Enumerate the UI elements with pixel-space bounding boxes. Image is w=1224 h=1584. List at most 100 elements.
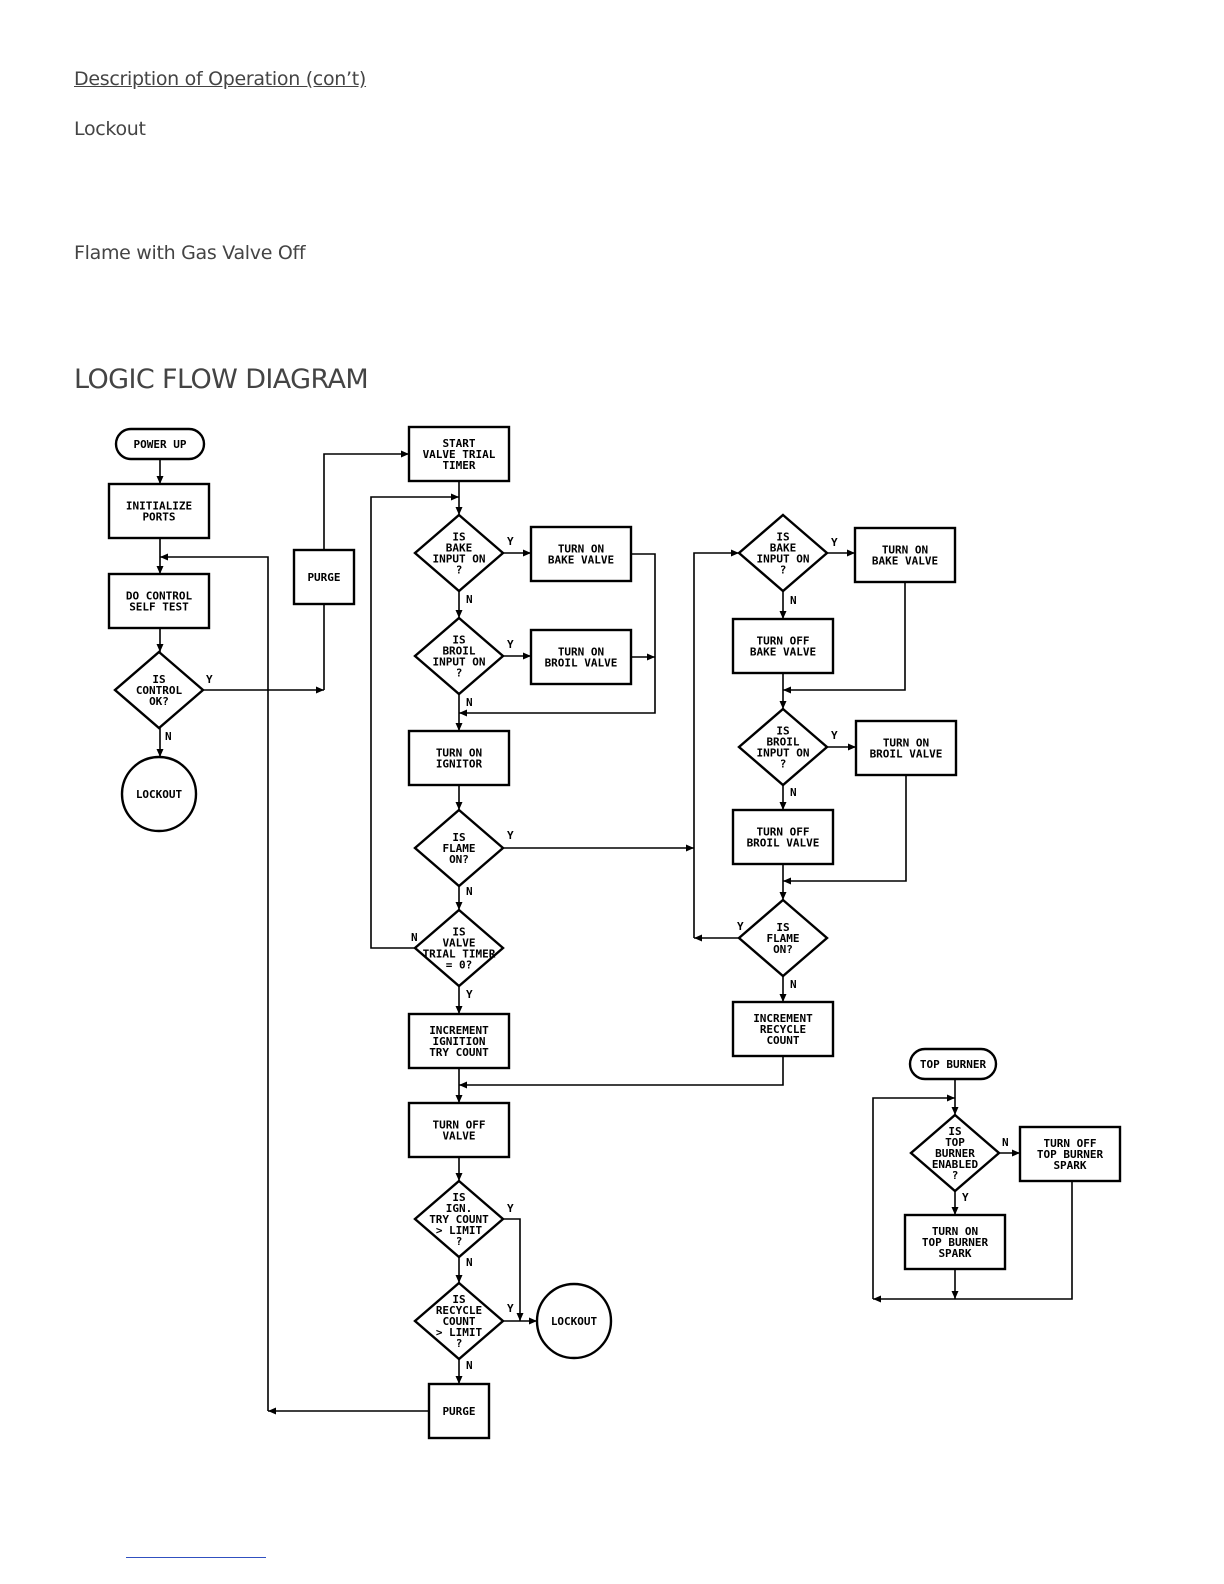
- node-lockout-2: LOCKOUT: [535, 1282, 613, 1360]
- node-text: TURN ON: [932, 1225, 978, 1238]
- node-text: LOCKOUT: [551, 1315, 598, 1328]
- node-text: COUNT: [766, 1034, 799, 1047]
- node-text: TRY COUNT: [429, 1213, 489, 1226]
- edge-ign-yes: [503, 1218, 524, 1321]
- flame-gas-valve-off-heading: Flame with Gas Valve Off: [74, 242, 306, 264]
- node-text: ?: [456, 564, 463, 577]
- node-text: TURN OFF: [1044, 1137, 1097, 1150]
- edge-top-loop-up: [872, 1094, 955, 1299]
- node-text: IS: [776, 531, 789, 544]
- lockout-heading: Lockout: [74, 118, 146, 140]
- edge-label-no: N: [1002, 1136, 1009, 1149]
- node-text: TURN ON: [436, 747, 482, 760]
- edge-label-yes: Y: [831, 536, 838, 549]
- node-text: FLAME: [766, 932, 799, 945]
- node-text: INCREMENT: [429, 1024, 489, 1037]
- node-text: IGN.: [446, 1202, 473, 1215]
- node-purge-2: PURGE: [427, 1382, 491, 1440]
- node-text: ?: [456, 667, 463, 680]
- node-text: INPUT ON: [757, 747, 810, 760]
- node-text: BROIL VALVE: [545, 657, 618, 670]
- edge-bake-on2-down: [783, 582, 906, 694]
- edge-label-yes: Y: [206, 673, 213, 686]
- node-text: ON?: [449, 853, 469, 866]
- footer-link-rule: [126, 1557, 266, 1558]
- node-text: INPUT ON: [433, 553, 486, 566]
- node-text: FLAME: [442, 842, 475, 855]
- node-text: INPUT ON: [757, 553, 810, 566]
- node-text: IS: [776, 921, 789, 934]
- node-text: ?: [780, 758, 787, 771]
- node-text: > LIMIT: [436, 1326, 483, 1339]
- node-text: TIMER: [442, 459, 475, 472]
- edge-right-col-up: [693, 549, 739, 938]
- node-text: INITIALIZE: [126, 500, 192, 513]
- edge-label-yes: Y: [962, 1191, 969, 1204]
- node-text: VALVE TRIAL: [423, 448, 496, 461]
- node-text: IS: [452, 531, 465, 544]
- node-text: OK?: [149, 695, 169, 708]
- node-text: TOP BURNER: [1037, 1148, 1104, 1161]
- node-text: SPARK: [1053, 1159, 1086, 1172]
- node-text: BROIL: [766, 736, 799, 749]
- node-text: ?: [456, 1337, 463, 1350]
- edge-label-yes: Y: [737, 920, 744, 933]
- node-text: IGNITOR: [436, 758, 483, 771]
- edge-broil-on2-down: [783, 775, 907, 885]
- edge-label-yes: Y: [466, 988, 473, 1001]
- edge-label-yes: Y: [507, 535, 514, 548]
- node-text: BAKE VALVE: [750, 646, 816, 659]
- node-text: TURN OFF: [757, 826, 810, 839]
- edge-purge-up-to-timer: [323, 450, 409, 550]
- node-text: TURN ON: [558, 543, 604, 556]
- edge-label-no: N: [466, 593, 473, 606]
- node-top-burner: TOP BURNER: [908, 1047, 998, 1081]
- node-text: BROIL VALVE: [870, 748, 943, 761]
- node-text: IS: [452, 1293, 465, 1306]
- node-text: TOP BURNER: [920, 1058, 987, 1071]
- node-text: START: [442, 437, 475, 450]
- node-text: ?: [456, 1235, 463, 1248]
- node-text: VALVE: [442, 1130, 475, 1143]
- node-text: = 0?: [446, 959, 473, 972]
- node-text: IS: [152, 673, 165, 686]
- edge-top-off-down: [873, 1181, 1073, 1303]
- edge-label-yes: Y: [507, 1302, 514, 1315]
- node-text: ?: [780, 564, 787, 577]
- edge-label-yes: Y: [507, 638, 514, 651]
- node-text: POWER UP: [134, 438, 187, 451]
- edge-label-no: N: [466, 696, 473, 709]
- edge-label-yes: Y: [507, 829, 514, 842]
- node-text: COUNT: [442, 1315, 475, 1328]
- node-text: IS: [452, 926, 465, 939]
- edge-label-no: N: [466, 1256, 473, 1269]
- node-text: DO CONTROL: [126, 590, 193, 603]
- node-text: ?: [952, 1169, 959, 1182]
- node-text: INPUT ON: [433, 656, 486, 669]
- node-text: VALVE: [442, 937, 475, 950]
- node-text: ON?: [773, 943, 793, 956]
- node-lockout-1: LOCKOUT: [120, 755, 198, 833]
- node-text: BAKE VALVE: [872, 555, 938, 568]
- node-power-up: POWER UP: [114, 427, 206, 461]
- node-text: TURN OFF: [433, 1119, 486, 1132]
- edge-bake-valve-merge: [459, 553, 656, 717]
- node-text: IS: [452, 1191, 465, 1204]
